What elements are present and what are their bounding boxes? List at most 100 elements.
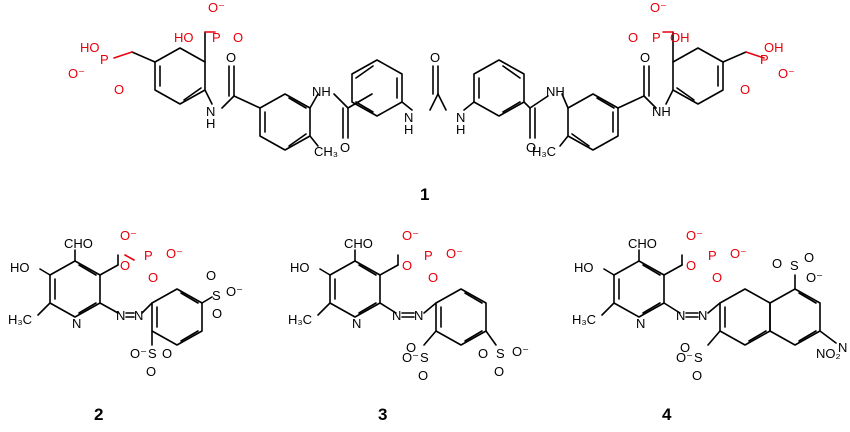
label-p: P <box>100 52 109 67</box>
label-o-minus: O⁻ <box>650 0 667 15</box>
label-o: O <box>494 364 504 379</box>
compound-3-labels: CHO HO H₃C N N N O⁻ O P O⁻ O O⁻ S O O S … <box>288 228 529 424</box>
compound-1-labels: O⁻ HO P O HO P O⁻ O N H O NH CH₃ O N H O… <box>68 0 795 204</box>
label-o-minus: O⁻ <box>130 346 147 361</box>
label-o: O <box>628 30 638 45</box>
label-o: O <box>526 140 536 155</box>
label-p: P <box>144 248 153 263</box>
label-o: O <box>114 82 124 97</box>
label-o: O <box>428 270 438 285</box>
compound-number-1: 1 <box>420 185 429 204</box>
label-o: O <box>772 256 782 271</box>
label-o: O <box>162 346 172 361</box>
label-o: O <box>406 340 416 355</box>
label-o-minus: O⁻ <box>676 350 693 365</box>
label-o-minus: O⁻ <box>120 228 137 243</box>
label-o: O <box>418 368 428 383</box>
label-ch3: CH₃ <box>314 144 338 159</box>
compound-number-2: 2 <box>94 405 103 424</box>
label-n: N <box>838 340 847 355</box>
label-nh: NH <box>652 104 671 119</box>
label-o: O <box>226 50 236 65</box>
label-n: N <box>636 316 645 331</box>
label-o: O <box>640 50 650 65</box>
label-o: O <box>712 270 722 285</box>
label-o: O <box>804 250 814 265</box>
compound-4-structure <box>601 249 837 346</box>
label-n: N <box>456 110 465 125</box>
label-cho: CHO <box>344 236 373 251</box>
label-h: H <box>206 116 215 131</box>
label-n: N <box>404 110 413 125</box>
label-p: P <box>212 30 221 45</box>
label-cho: CHO <box>64 236 93 251</box>
label-cho: CHO <box>628 236 657 251</box>
label-o-minus: O⁻ <box>166 246 183 261</box>
label-s: S <box>212 288 221 303</box>
label-o: O <box>148 270 158 285</box>
label-h3c: H₃C <box>8 312 32 327</box>
label-n: N <box>392 308 401 323</box>
label-o-minus: O⁻ <box>68 66 85 81</box>
label-p: P <box>708 248 717 263</box>
label-o-minus: O⁻ <box>208 0 225 15</box>
label-s: S <box>496 346 505 361</box>
label-oh: OH <box>670 30 690 45</box>
label-o: O <box>402 258 412 273</box>
compound-2-labels: CHO HO H₃C N N N O⁻ O P O⁻ O S O⁻ O O O⁻… <box>8 228 243 424</box>
label-p: P <box>760 52 769 67</box>
compound-4-labels: CHO HO H₃C N N N O⁻ O P O⁻ O S O⁻ O O N … <box>572 228 847 424</box>
label-n: N <box>206 104 215 119</box>
label-n: N <box>116 308 125 323</box>
label-n: N <box>414 308 423 323</box>
label-s: S <box>694 350 703 365</box>
label-n: N <box>352 316 361 331</box>
label-o: O <box>740 82 750 97</box>
compound-number-4: 4 <box>662 405 672 424</box>
label-o-minus: O⁻ <box>226 284 243 299</box>
label-h3c: H₃C <box>288 312 312 327</box>
label-no2: NO₂ <box>816 346 841 361</box>
label-o: O <box>692 368 702 383</box>
label-s: S <box>420 350 429 365</box>
label-o: O <box>686 258 696 273</box>
label-o: O <box>430 50 440 65</box>
label-h3c: H₃C <box>572 312 596 327</box>
label-ho: HO <box>80 40 100 55</box>
label-ho: HO <box>574 260 594 275</box>
label-o-minus: O⁻ <box>730 246 747 261</box>
compound-1-structure <box>113 31 765 151</box>
compound-3-structure <box>317 249 497 346</box>
label-o: O <box>206 268 216 283</box>
label-o: O <box>680 340 690 355</box>
label-h: H <box>404 122 413 137</box>
label-n: N <box>134 308 143 323</box>
label-h: H <box>456 122 465 137</box>
label-o-minus: O⁻ <box>446 246 463 261</box>
label-o-minus: O⁻ <box>402 228 419 243</box>
label-h3c: H₃C <box>532 144 556 159</box>
label-s: S <box>148 346 157 361</box>
label-o-minus: O⁻ <box>778 66 795 81</box>
label-o-minus: O⁻ <box>686 228 703 243</box>
compound-number-3: 3 <box>378 405 387 424</box>
label-nh: NH <box>312 84 331 99</box>
label-p: P <box>424 248 433 263</box>
label-ho: HO <box>10 260 30 275</box>
label-ho: HO <box>174 30 194 45</box>
label-o: O <box>120 258 130 273</box>
label-p: P <box>652 30 661 45</box>
label-n: N <box>72 316 81 331</box>
label-o-minus: O⁻ <box>402 350 419 365</box>
label-s: S <box>790 258 799 273</box>
compound-2-structure <box>37 249 213 346</box>
label-o-minus: O⁻ <box>806 270 823 285</box>
label-n: N <box>698 308 707 323</box>
label-o: O <box>478 346 488 361</box>
label-o: O <box>212 306 222 321</box>
label-o: O <box>146 364 156 379</box>
label-ho: HO <box>290 260 310 275</box>
label-n: N <box>676 308 685 323</box>
label-o-minus: O⁻ <box>512 344 529 359</box>
